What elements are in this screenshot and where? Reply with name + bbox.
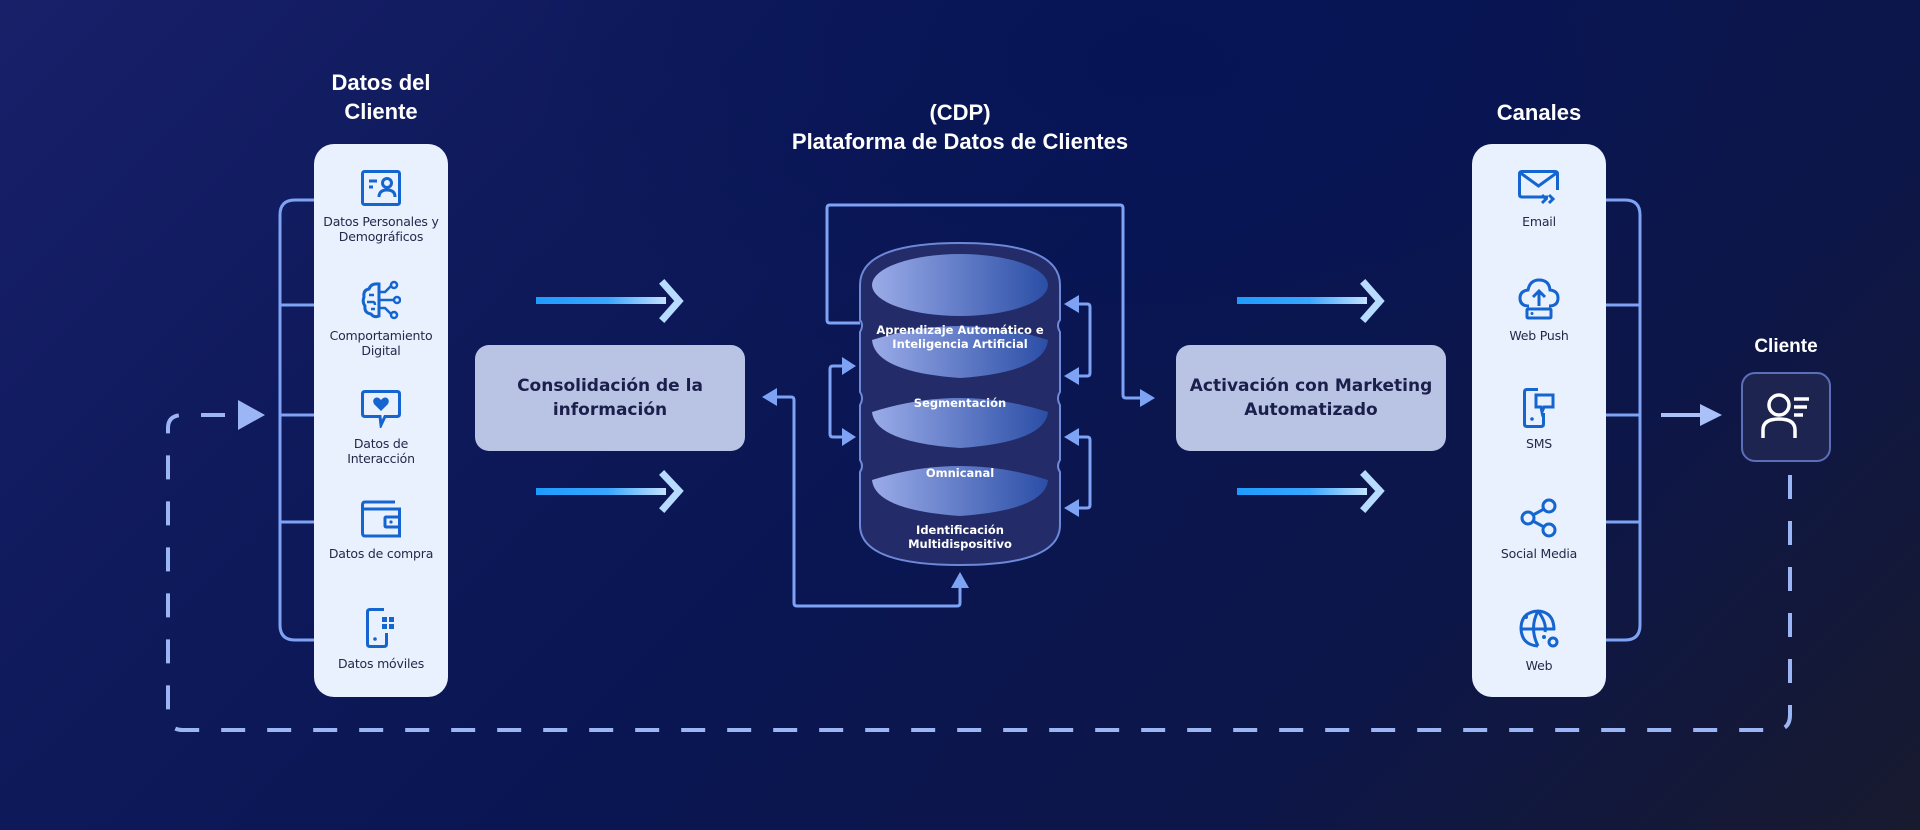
channels-panel: Email Web Push SMS Social Media (1472, 144, 1606, 697)
id-card-icon (361, 170, 401, 206)
data-source-label: Comportamiento Digital (329, 328, 433, 358)
customer-data-title-line2: Cliente (344, 99, 418, 124)
cdp-database-cylinder (859, 241, 1061, 567)
data-source-label: Datos de compra (328, 546, 434, 561)
cdp-arrowheads (762, 295, 1155, 588)
cdp-layer-cross-device[interactable]: Identificación Multidispositivo (908, 523, 1012, 551)
cdp-layer-omnichannel[interactable]: Omnicanal (925, 466, 995, 480)
channel-label: Social Media (1500, 546, 1578, 561)
channel-sms[interactable]: SMS (1472, 388, 1606, 451)
cdp-disk-3 (872, 398, 1048, 448)
sms-phone-icon (1523, 388, 1555, 428)
channel-label: Web Push (1509, 328, 1569, 343)
wallet-icon (361, 500, 401, 538)
email-icon (1518, 170, 1559, 205)
share-icon (1520, 498, 1557, 538)
activation-line2: Automatizado (1244, 400, 1378, 420)
data-source-mobile[interactable]: Datos móviles (314, 608, 448, 671)
left-bracket (278, 198, 315, 642)
right-bracket (1605, 198, 1642, 642)
flow-arrow-right-top (1237, 279, 1385, 323)
cdp-disk-2 (872, 326, 1048, 378)
data-source-purchase[interactable]: Datos de compra (314, 500, 448, 561)
data-source-behavior[interactable]: Comportamiento Digital (314, 280, 448, 358)
data-source-label: Datos de Interacción (347, 436, 415, 466)
feedback-arrowhead (238, 400, 265, 430)
consolidation-box[interactable]: Consolidación de la información (475, 345, 745, 451)
client-title: Cliente (1754, 336, 1818, 357)
cloud-upload-icon (1518, 278, 1560, 320)
channel-web[interactable]: Web (1472, 608, 1606, 673)
channel-email[interactable]: Email (1472, 170, 1606, 229)
data-source-interaction[interactable]: Datos de Interacción (314, 390, 448, 466)
cdp-title-acronym: (CDP) (929, 100, 991, 125)
cdp-layer-segmentation[interactable]: Segmentación (913, 396, 1007, 410)
flow-arrow-left-bottom (536, 470, 684, 513)
heart-chat-icon (361, 390, 401, 428)
customer-data-panel: Datos Personales y Demográficos Comporta… (314, 144, 448, 697)
channel-web-push[interactable]: Web Push (1472, 278, 1606, 343)
cdp-disk-top (872, 254, 1048, 316)
activation-line1: Activación con Marketing (1189, 376, 1433, 396)
cdp-title: (CDP) Plataforma de Datos de Clientes (760, 98, 1160, 156)
globe-icon (1519, 609, 1559, 648)
customer-data-title-line1: Datos del (331, 70, 431, 95)
cdp-connectors (775, 203, 1142, 608)
activation-box[interactable]: Activación con Marketing Automatizado (1176, 345, 1446, 451)
data-source-label: Datos Personales y Demográficos (323, 214, 439, 244)
cdp-disk-4 (872, 466, 1048, 516)
flow-arrow-right-bottom (1237, 470, 1385, 513)
data-source-label: Datos móviles (337, 656, 425, 671)
channel-label: Email (1522, 214, 1556, 229)
channel-label: SMS (1525, 436, 1553, 451)
user-profile-icon (1761, 393, 1809, 438)
cdp-layer-ml-ai[interactable]: Aprendizaje Automático e Inteligencia Ar… (876, 323, 1044, 351)
feedback-loop-dashed (166, 400, 1792, 732)
flow-arrow-left-top (536, 279, 684, 323)
customer-data-title: Datos del Cliente (300, 68, 462, 126)
brain-circuit-icon (361, 280, 401, 320)
cdp-title-full: Plataforma de Datos de Clientes (791, 129, 1129, 154)
data-source-personal[interactable]: Datos Personales y Demográficos (314, 170, 448, 244)
mobile-apps-icon (366, 608, 394, 648)
channel-label: Web (1525, 658, 1553, 673)
consolidation-line1: Consolidación de la (517, 376, 703, 396)
consolidation-line2: información (552, 400, 668, 420)
arrow-to-client (1661, 404, 1722, 426)
channels-title: Canales (1496, 100, 1582, 125)
channel-social-media[interactable]: Social Media (1472, 498, 1606, 561)
client-card[interactable] (1741, 372, 1831, 462)
